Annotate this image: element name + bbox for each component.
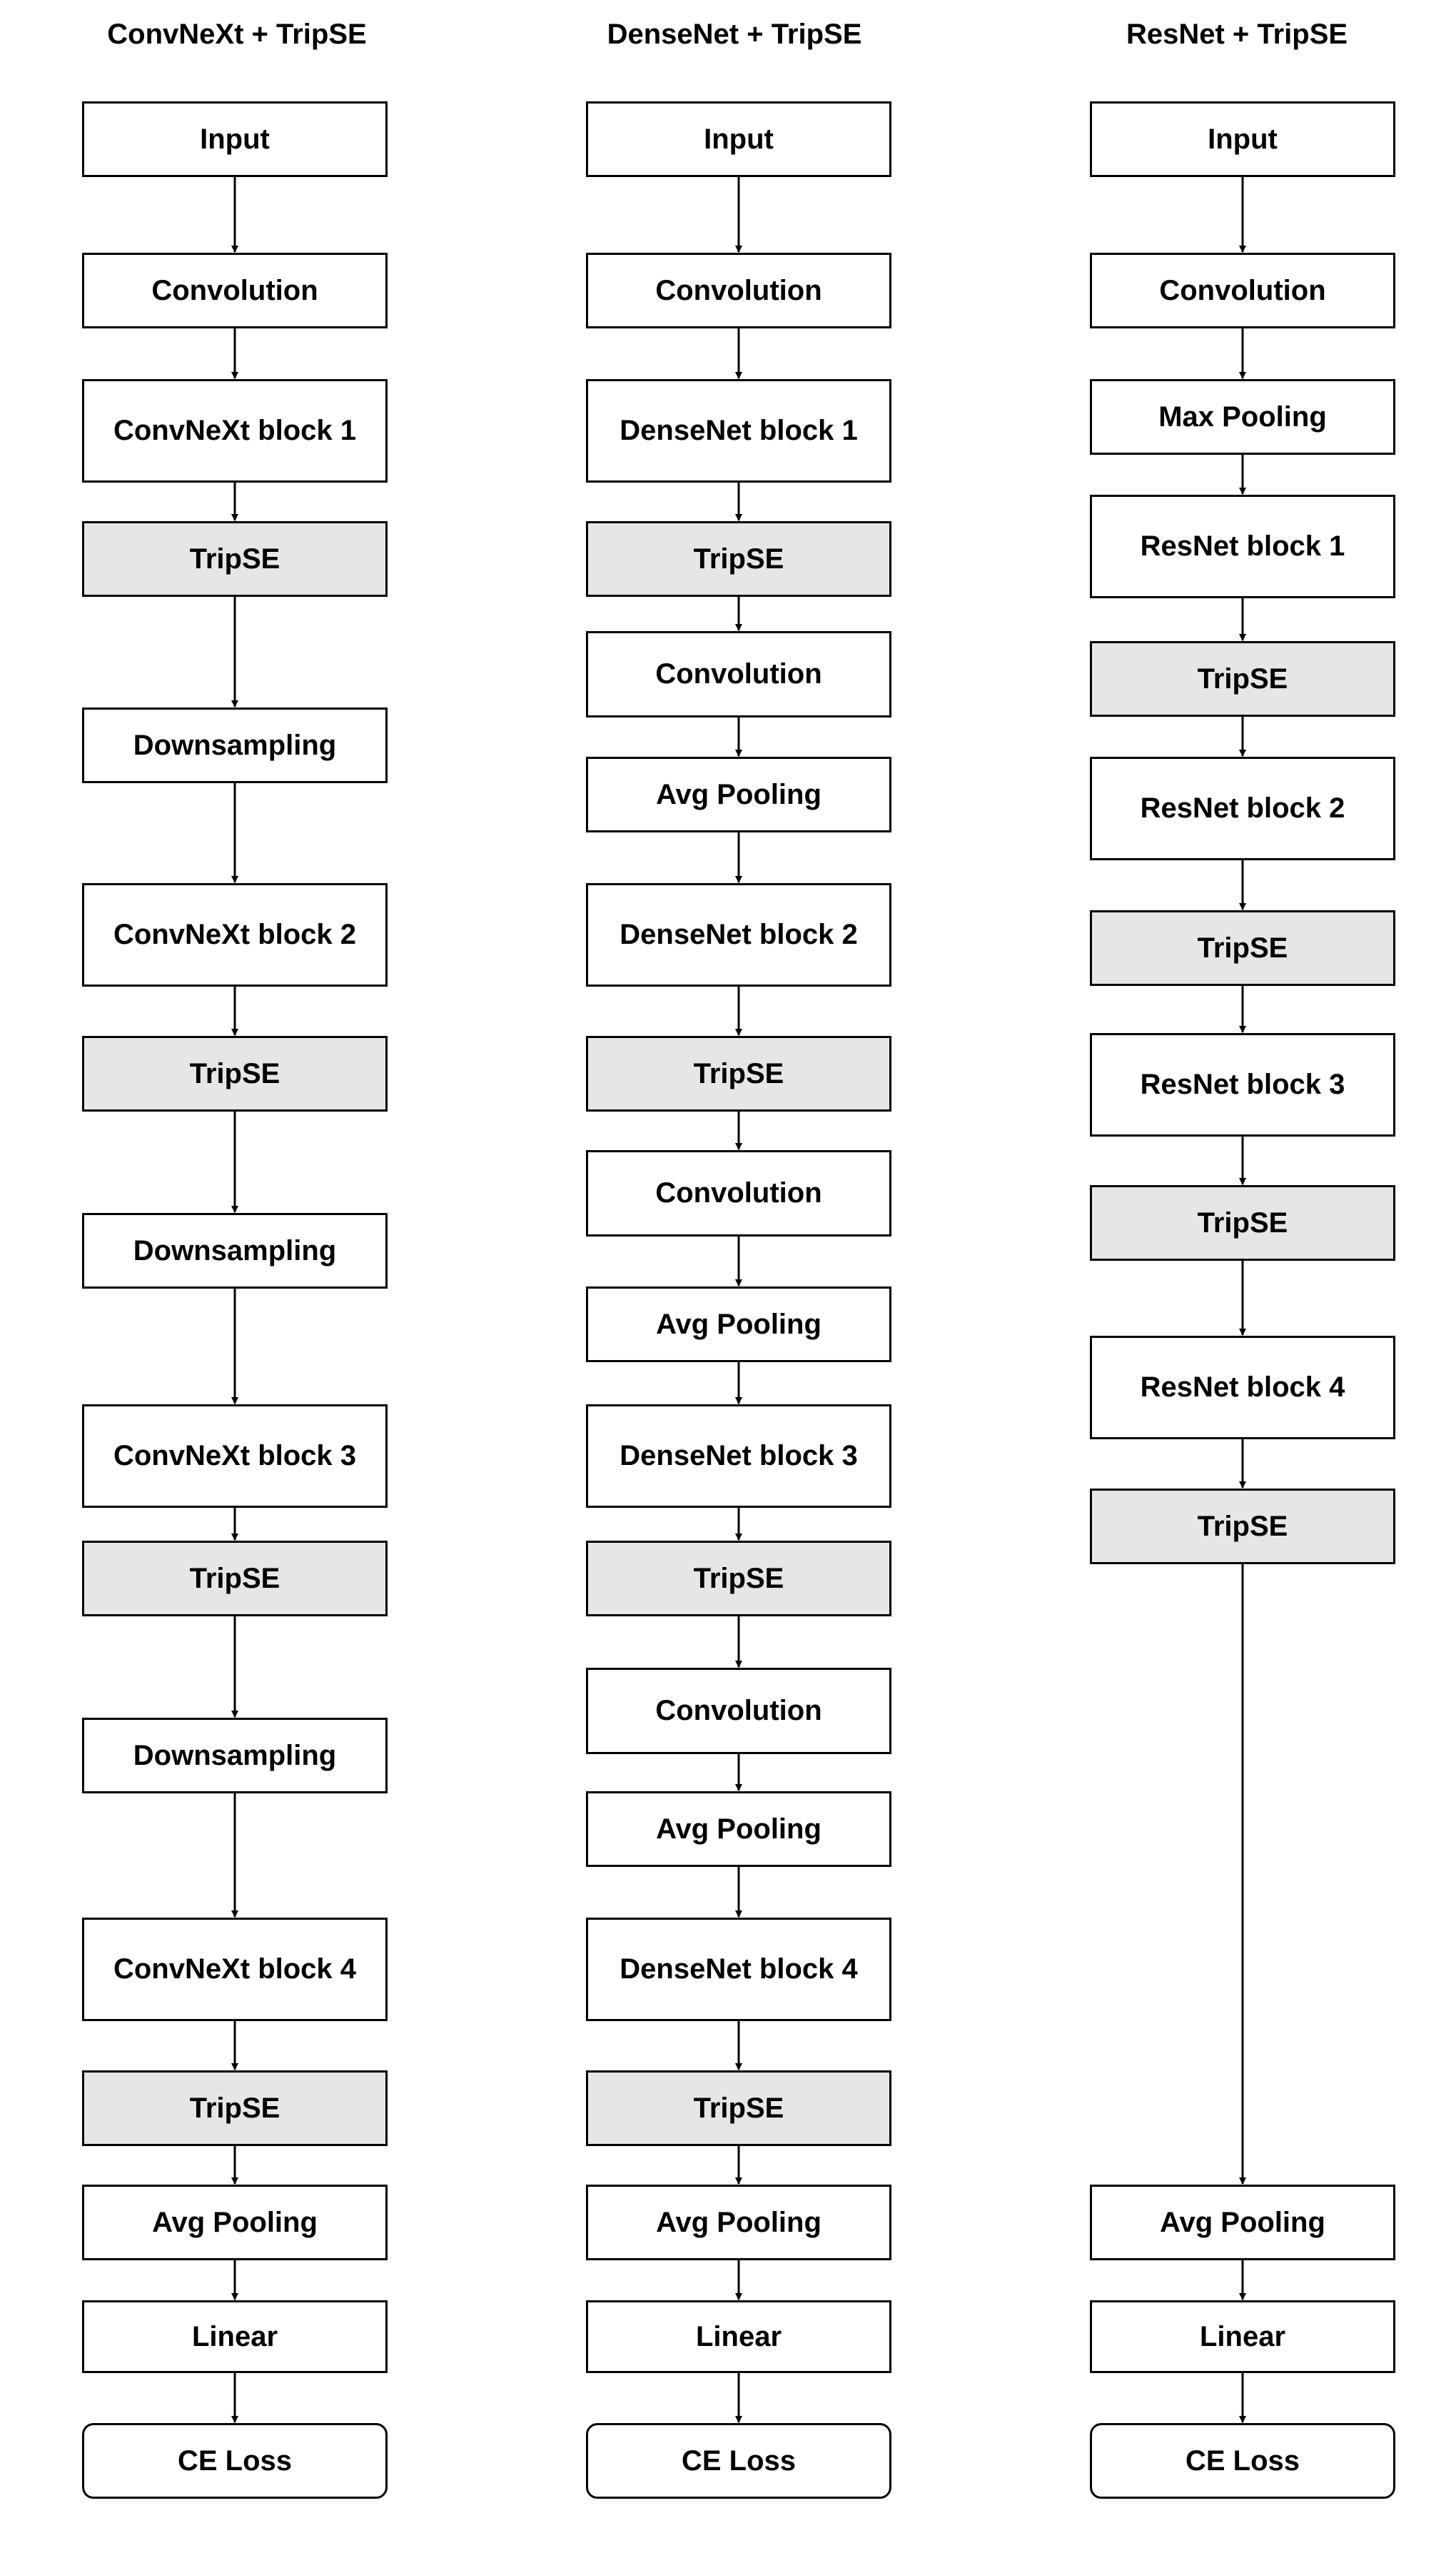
block-avg-pooling: Avg Pooling (586, 2185, 891, 2260)
block-tripse: TripSE (82, 1541, 388, 1616)
block-densenet-1: DenseNet block 1 (586, 379, 891, 483)
block-convnext-1: ConvNeXt block 1 (82, 379, 388, 483)
block-densenet-4: DenseNet block 4 (586, 1918, 891, 2021)
column-title-resnet: ResNet + TripSE (1126, 19, 1348, 50)
block-ce-loss: CE Loss (82, 2423, 388, 2499)
block-linear: Linear (82, 2300, 388, 2373)
block-tripse: TripSE (1090, 1185, 1395, 1261)
block-downsampling: Downsampling (82, 1718, 388, 1793)
column-title-convnext: ConvNeXt + TripSE (107, 19, 367, 50)
block-convolution: Convolution (586, 1668, 891, 1754)
block-avg-pooling: Avg Pooling (586, 1286, 891, 1362)
block-tripse: TripSE (1090, 641, 1395, 717)
block-convolution: Convolution (586, 253, 891, 328)
block-convolution: Convolution (586, 631, 891, 717)
block-downsampling: Downsampling (82, 708, 388, 783)
block-avg-pooling: Avg Pooling (1090, 2185, 1395, 2260)
block-tripse: TripSE (586, 521, 891, 597)
block-avg-pooling: Avg Pooling (586, 757, 891, 832)
block-tripse: TripSE (586, 1541, 891, 1616)
block-max-pooling: Max Pooling (1090, 379, 1395, 455)
block-resnet-4: ResNet block 4 (1090, 1336, 1395, 1439)
block-densenet-2: DenseNet block 2 (586, 883, 891, 987)
block-tripse: TripSE (82, 2070, 388, 2146)
block-input: Input (1090, 101, 1395, 177)
block-linear: Linear (1090, 2300, 1395, 2373)
block-tripse: TripSE (586, 1036, 891, 1112)
block-avg-pooling: Avg Pooling (586, 1791, 891, 1867)
block-linear: Linear (586, 2300, 891, 2373)
block-avg-pooling: Avg Pooling (82, 2185, 388, 2260)
block-resnet-2: ResNet block 2 (1090, 757, 1395, 860)
block-tripse: TripSE (82, 1036, 388, 1112)
block-ce-loss: CE Loss (586, 2423, 891, 2499)
block-convnext-3: ConvNeXt block 3 (82, 1404, 388, 1508)
block-tripse: TripSE (586, 2070, 891, 2146)
column-title-densenet: DenseNet + TripSE (607, 19, 862, 50)
block-ce-loss: CE Loss (1090, 2423, 1395, 2499)
block-input: Input (586, 101, 891, 177)
block-convolution: Convolution (82, 253, 388, 328)
block-tripse: TripSE (82, 521, 388, 597)
block-convnext-4: ConvNeXt block 4 (82, 1918, 388, 2021)
block-tripse: TripSE (1090, 1489, 1395, 1564)
block-convolution: Convolution (586, 1150, 891, 1237)
block-downsampling: Downsampling (82, 1213, 388, 1289)
block-convnext-2: ConvNeXt block 2 (82, 883, 388, 987)
block-resnet-3: ResNet block 3 (1090, 1033, 1395, 1137)
block-densenet-3: DenseNet block 3 (586, 1404, 891, 1508)
block-resnet-1: ResNet block 1 (1090, 495, 1395, 598)
block-convolution: Convolution (1090, 253, 1395, 328)
block-tripse: TripSE (1090, 910, 1395, 986)
block-input: Input (82, 101, 388, 177)
